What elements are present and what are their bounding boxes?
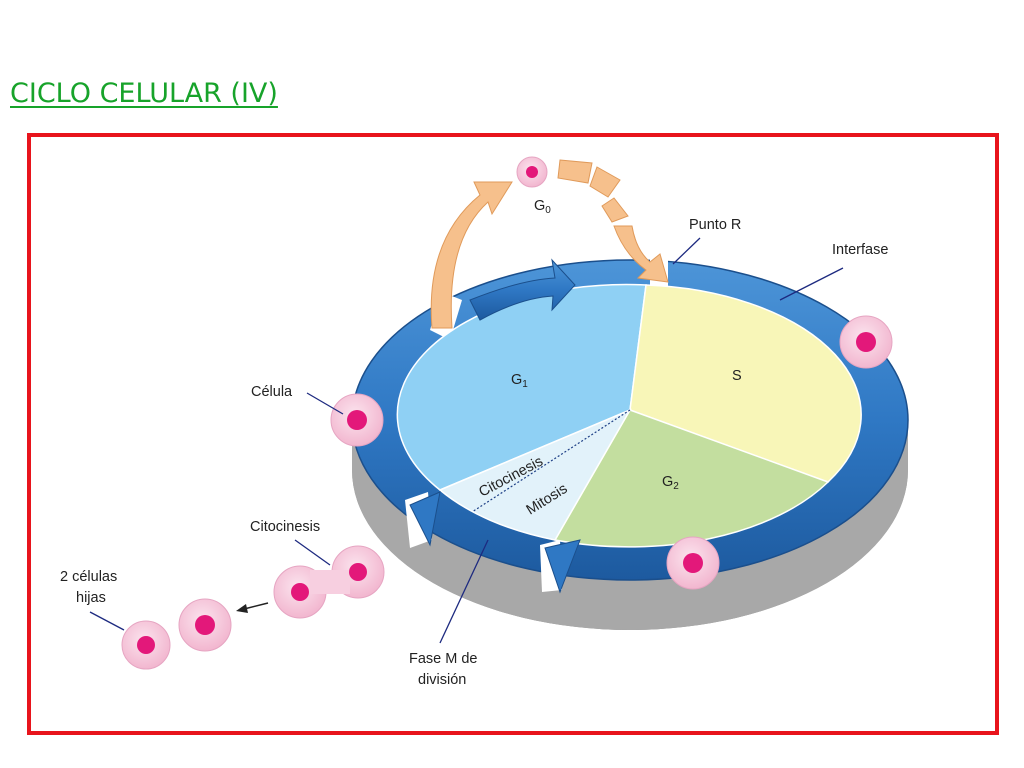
label-hijas-line2: hijas [76,590,106,606]
label-g0: G0 [534,198,551,216]
cell-dividing [273,545,385,619]
phase-disc [396,283,862,548]
sector-s [629,284,862,483]
sector-g2 [553,409,830,548]
diagram-frame [27,133,999,735]
g0-loop-arrows [430,159,669,329]
g1-direction-arrow [469,258,576,321]
ring-arrowheads [409,491,581,594]
daughter-arrow [236,602,269,613]
g0-cell [516,156,548,188]
label-punto-r: Punto R [689,217,741,233]
label-fase-m-line2: división [418,672,466,688]
label-s: S [732,368,742,384]
cell-celula [330,393,384,447]
daughter-cell-1 [178,598,232,652]
label-g2: G2 [662,474,679,492]
label-interfase: Interfase [832,242,888,258]
sector-mitosis [438,408,632,541]
label-hijas-line1: 2 células [60,569,117,585]
citocinesis-divider [471,409,631,513]
sector-g1 [396,283,647,491]
cell-interfase [839,315,893,369]
cell-g2 [666,536,720,590]
label-citocinesis-outer: Citocinesis [250,519,320,535]
label-celula: Célula [251,384,293,400]
daughter-cell-2 [121,620,171,670]
label-fase-m-line1: Fase M de [409,651,478,667]
label-g1: G1 [511,372,528,390]
leader-lines [89,237,844,644]
page-title: CICLO CELULAR (IV) [10,78,278,109]
